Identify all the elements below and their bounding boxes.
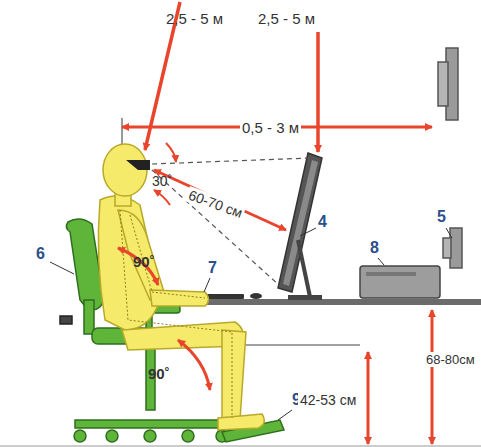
distance-arrow [154, 170, 286, 230]
dimension-label: 2,5 - 5 м [166, 11, 223, 26]
dimension-label: 60-70 см [185, 186, 247, 222]
angle-arc [178, 340, 210, 390]
callout-number: 6 [36, 246, 45, 262]
wall-lamp [443, 228, 462, 268]
sunglasses [126, 160, 150, 170]
light-arrow [316, 32, 320, 152]
dimension-label: 0,5 - 3 м [240, 119, 301, 136]
leader-line [300, 228, 316, 236]
drive-slot [366, 272, 416, 276]
angle-arc [166, 143, 176, 162]
angle-arc [154, 190, 170, 205]
dimension-label: 2,5 - 5 м [258, 11, 315, 26]
posture-line [120, 210, 232, 418]
sight-line [152, 170, 280, 286]
leader-line [378, 258, 384, 265]
wall-lamp [438, 48, 458, 120]
angle-arc [118, 248, 158, 285]
leader-line [204, 278, 210, 292]
angle-label: 30˚ [152, 174, 172, 188]
dimension-label: 42-53 см [298, 392, 358, 408]
callout-number: 5 [437, 209, 446, 225]
angle-label: 90˚ [148, 366, 170, 381]
dimension-arrow [367, 352, 370, 444]
callout-number: 8 [370, 240, 379, 256]
angle-label: 90˚ [133, 254, 155, 269]
floor-line [0, 446, 481, 447]
dimension-arrow [431, 310, 434, 444]
posture-line [130, 215, 205, 298]
leader-line [278, 410, 292, 420]
callout-number: 7 [208, 260, 217, 276]
leader-line [50, 262, 74, 274]
person [98, 144, 264, 430]
system-unit [360, 266, 440, 298]
callout-number: 4 [318, 214, 327, 230]
mouse [250, 293, 262, 299]
leader-line [446, 228, 452, 238]
monitor [278, 153, 322, 300]
extension-line [240, 345, 360, 346]
desk [185, 299, 481, 305]
dimension-label: 68-80см [424, 352, 477, 367]
